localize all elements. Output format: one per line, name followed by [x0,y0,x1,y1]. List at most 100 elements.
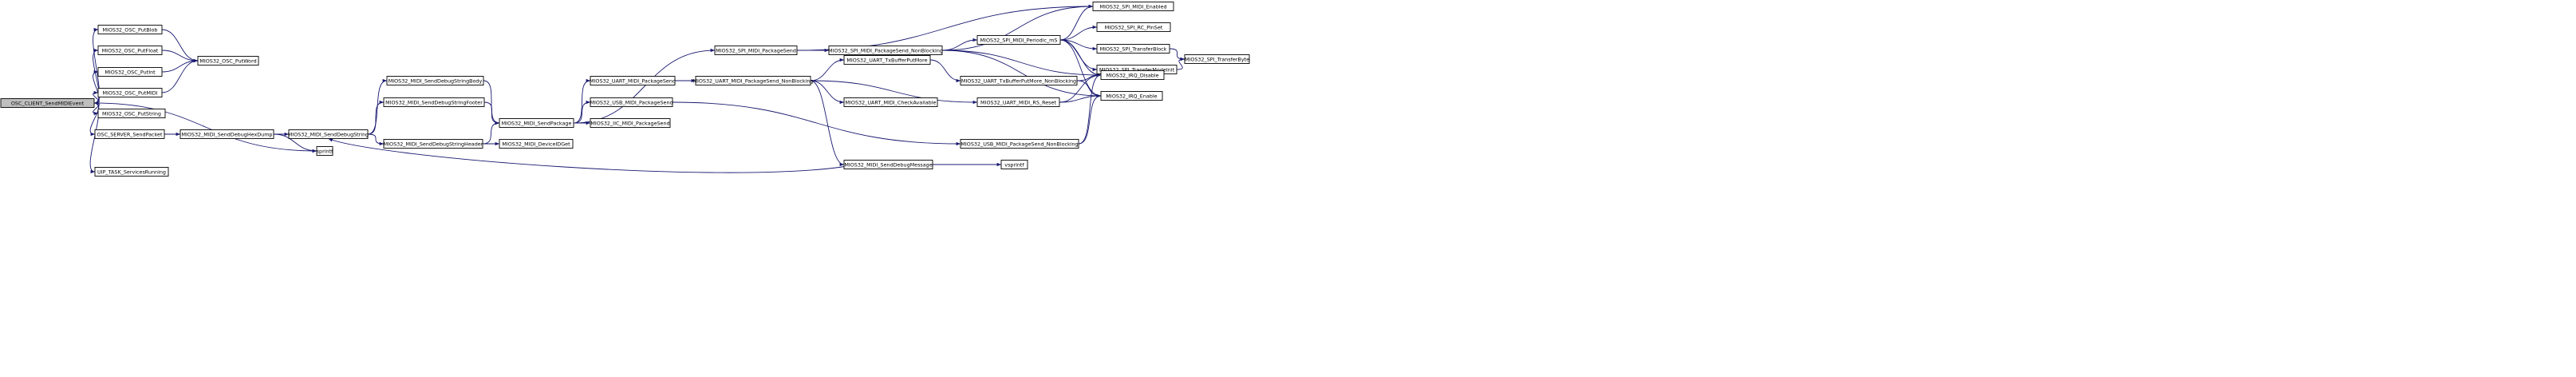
node-iic-midi-packagesend[interactable]: MIOS32_IIC_MIDI_PackageSend [590,118,671,128]
call-edge-midi_senddebugstring-to-midi_senddebugstringbody [367,78,388,135]
node-osc-putstring[interactable]: MIOS32_OSC_PutString [97,109,166,118]
node-box [1100,91,1163,101]
call-edge-spi_midi_packagesend_nb-to-spi_midi_periodic_ms [941,38,978,51]
node-box [1000,160,1028,169]
node-osc-putint[interactable]: MIOS32_OSC_PutInt [97,67,163,77]
node-box [499,139,574,149]
node-label: sprintf [317,148,333,154]
node-label: MIOS32_MIDI_SendDebugMessage [844,161,932,168]
call-edge-usb_midi_packagesend_nb-to-irq_enable [1078,93,1102,145]
call-edge-osc_putblob-to-osc_putword [161,29,199,63]
node-box [1100,70,1165,80]
node-uart-midi-checkavailable[interactable]: MIOS32_UART_MIDI_CheckAvailable [843,97,938,107]
node-usb-midi-packagesend[interactable]: MIOS32_USB_MIDI_PackageSend [590,97,673,107]
call-edge-usb_midi_packagesend_nb-to-irq_disable [1078,73,1102,145]
node-vsprintf[interactable]: vsprintf [1000,160,1028,169]
node-midi-deviceidget[interactable]: MIOS32_MIDI_DeviceIDGet [499,139,574,149]
call-edge-spi_midi_periodic_ms-to-irq_enable [1059,39,1102,98]
node-label: MIOS32_MIDI_SendDebugStringFooter [385,99,483,105]
node-uart-txbufferputmore[interactable]: MIOS32_UART_TxBufferPutMore [843,55,931,65]
call-edge-midi_senddebugstringfooter-to-midi_sendpackage [483,101,500,125]
node-label: vsprintf [1004,161,1024,168]
node-osc-putmidi[interactable]: MIOS32_OSC_PutMIDI [97,88,163,97]
node-box [960,76,1078,85]
call-edge-midi_senddebugstring-to-midi_senddebugstringheader [367,133,385,146]
node-box [94,129,165,139]
node-usb-midi-packagesend-nb[interactable]: MIOS32_USB_MIDI_PackageSend_NonBlocking [960,139,1079,149]
node-box [97,109,166,118]
node-box [288,129,369,139]
node-label: MIOS32_UART_MIDI_RS_Reset [980,99,1056,105]
node-sprintf[interactable]: sprintf [316,146,333,156]
node-box [97,88,163,97]
call-edge-spi_midi_periodic_ms-to-spi_midi_enabled [1059,4,1094,41]
node-box [499,118,574,128]
node-label: MIOS32_SPI_TransferBlock [1100,46,1167,52]
node-box [976,35,1061,45]
node-osc-putfloat[interactable]: MIOS32_OSC_PutFloat [97,46,163,55]
node-spi-transferbyte[interactable]: MIOS32_SPI_TransferByte [1184,54,1250,64]
node-spi-midi-packagesend[interactable]: MIOS32_SPI_MIDI_PackageSend [714,46,798,55]
call-edge-midi_sendpackage-to-uart_midi_packagesend [573,78,591,124]
node-uart-midi-packagesend-nb[interactable]: MIOS32_UART_MIDI_PackageSend_NonBlocking [692,76,814,85]
call-edge-uart_midi_rs_reset-to-irq_disable [1059,73,1102,103]
node-label: MIOS32_UART_MIDI_PackageSend_NonBlocking [692,77,813,84]
call-edge-uart_midi_packagesend_nb-to-uart_midi_rs_reset [810,80,978,105]
node-box [383,139,483,149]
node-label: MIOS32_SPI_TransferModeInit [1099,66,1175,73]
node-label: MIOS32_SPI_MIDI_Periodic_mS [980,37,1058,43]
node-uip-task-servicesrunning[interactable]: UIP_TASK_ServicesRunning [94,167,169,177]
node-spi-transferblock[interactable]: MIOS32_SPI_TransferBlock [1096,44,1170,54]
node-midi-senddebugstringbody[interactable]: MIOS32_MIDI_SendDebugStringBody [386,76,484,85]
call-edge-osc_client_sendmidievent-to-osc_putfloat [93,48,100,104]
node-spi-midi-enabled[interactable]: MIOS32_SPI_MIDI_Enabled [1092,2,1174,11]
node-label: MIOS32_UART_MIDI_CheckAvailable [846,99,937,105]
node-osc-client-sendmidievent[interactable]: OSC_CLIENT_SendMIDIEvent [0,98,95,108]
node-box [1184,54,1250,64]
node-label: MIOS32_MIDI_DeviceIDGet [502,141,570,147]
call-edge-uart_midi_packagesend_nb-to-midi_senddebugmessage [810,80,845,167]
node-midi-senddebugstringheader[interactable]: MIOS32_MIDI_SendDebugStringHeader [383,139,483,149]
node-midi-senddebugmessage[interactable]: MIOS32_MIDI_SendDebugMessage [843,160,933,169]
node-irq-disable[interactable]: MIOS32_IRQ_Disable [1100,70,1165,80]
call-edge-spi_midi_packagesend_nb-to-spi_midi_enabled [941,4,1094,51]
node-midi-senddebugstring[interactable]: MIOS32_MIDI_SendDebugString [288,129,369,139]
call-edge-midi_senddebugmessage-to-midi_senddebugstring [328,138,848,173]
call-edge-midi_senddebugstring-to-midi_senddebugstringfooter [367,100,385,135]
node-label: MIOS32_SPI_MIDI_Enabled [1099,3,1166,10]
node-box [197,56,259,65]
node-box [0,98,95,108]
node-label: MIOS32_UART_MIDI_PackageSend [590,77,676,84]
node-box [714,46,798,55]
node-midi-senddebughexdump[interactable]: MIOS32_MIDI_SendDebugHexDump [179,129,274,139]
call-edge-midi_senddebughexdump-to-sprintf [273,133,318,153]
node-box [383,97,485,107]
call-graph: OSC_CLIENT_SendMIDIEvent MIOS32_OSC_PutBl… [0,2,1250,177]
node-midi-senddebugstringfooter[interactable]: MIOS32_MIDI_SendDebugStringFooter [383,97,485,107]
node-uart-midi-rs-reset[interactable]: MIOS32_UART_MIDI_RS_Reset [976,97,1060,107]
node-label: MIOS32_MIDI_SendDebugStringBody [389,77,483,84]
node-spi-rc-pinset[interactable]: MIOS32_SPI_RC_PinSet [1096,22,1171,32]
node-osc-server-sendpacket[interactable]: OSC_SERVER_SendPacket [94,129,165,139]
node-box [843,55,931,65]
node-box [1092,2,1174,11]
node-label: OSC_SERVER_SendPacket [97,131,163,137]
node-label: MIOS32_MIDI_SendPackage [502,120,572,126]
node-midi-sendpackage[interactable]: MIOS32_MIDI_SendPackage [499,118,574,128]
node-label: OSC_CLIENT_SendMIDIEvent [11,100,85,106]
node-osc-putword[interactable]: MIOS32_OSC_PutWord [197,56,259,65]
node-box [843,160,933,169]
call-edge-midi_sendpackage-to-spi_midi_packagesend [573,48,716,124]
call-edge-osc_putmidi-to-osc_putword [161,58,199,93]
node-irq-enable[interactable]: MIOS32_IRQ_Enable [1100,91,1163,101]
node-box [97,67,163,77]
node-spi-midi-periodic-ms[interactable]: MIOS32_SPI_MIDI_Periodic_mS [976,35,1061,45]
call-edge-osc_client_sendmidievent-to-osc_putint [93,69,100,104]
node-uart-midi-packagesend[interactable]: MIOS32_UART_MIDI_PackageSend [590,76,676,85]
call-edge-uart_midi_packagesend_nb-to-uart_midi_checkavailable [810,80,845,105]
node-uart-txbufferputmore-nb[interactable]: MIOS32_UART_TxBufferPutMore_NonBlocking [960,76,1078,85]
node-spi-midi-packagesend-nb[interactable]: MIOS32_SPI_MIDI_PackageSend_NonBlocking [828,46,943,55]
node-box [1096,22,1171,32]
call-edge-midi_senddebugstringheader-to-midi_sendpackage [482,121,500,145]
node-osc-putblob[interactable]: MIOS32_OSC_PutBlob [97,25,163,34]
